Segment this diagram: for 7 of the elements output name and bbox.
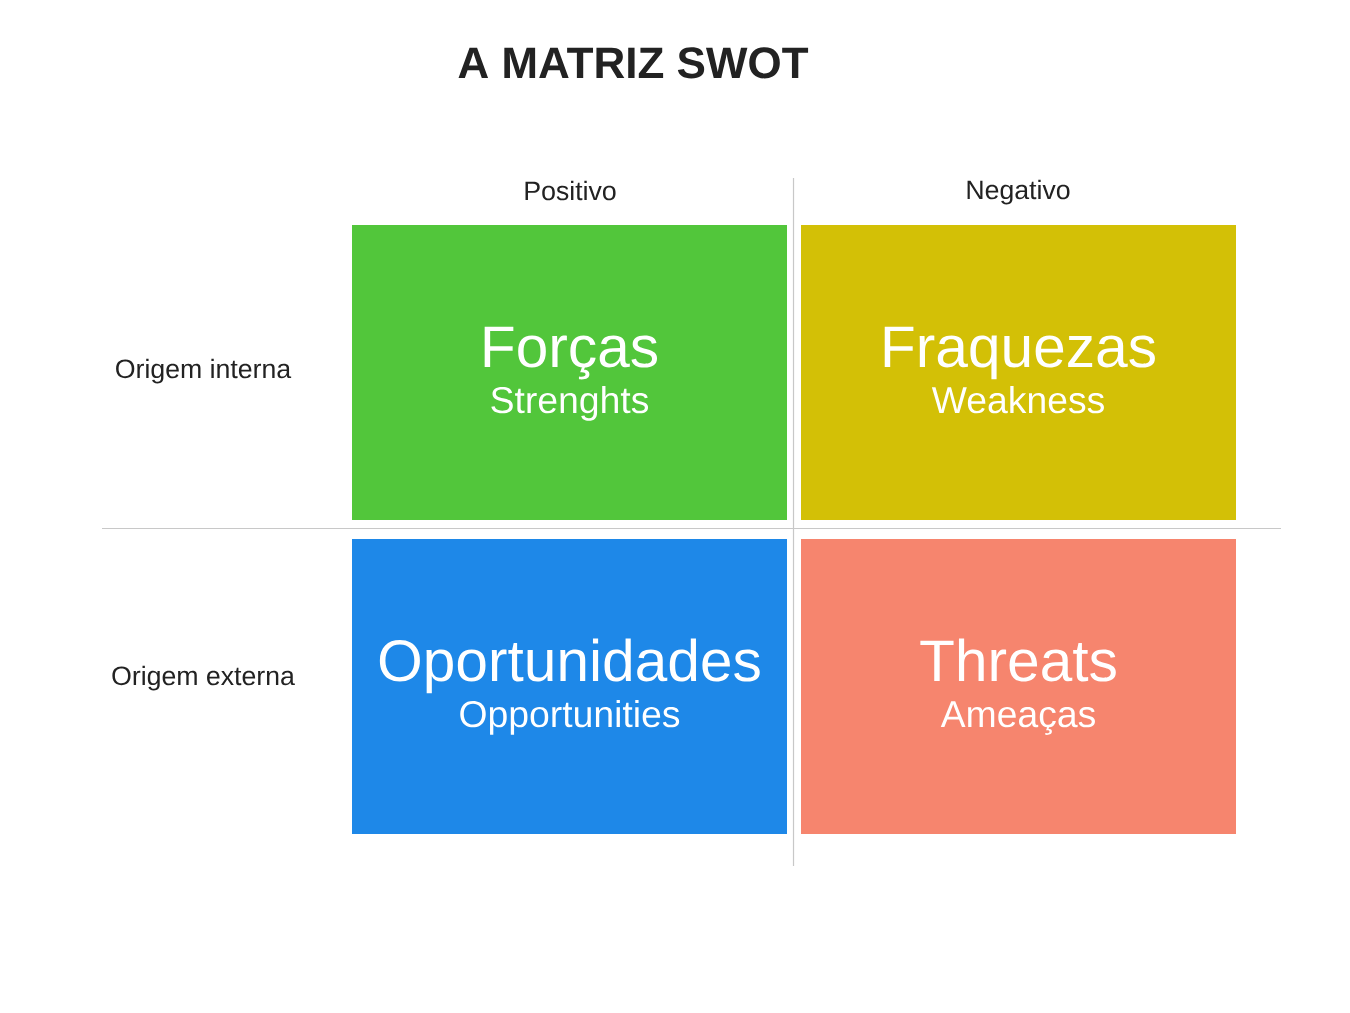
swot-quadrant: Threats Ameaças [801,539,1236,834]
axis-label: Origem interna [116,358,292,384]
swot-quadrant: Forças Strenghts [352,225,787,520]
title: A MATRIZ SWOT [458,47,809,79]
swot-quadrant: Fraquezas Weakness [801,225,1236,520]
axis-label: Origem externa [112,665,295,691]
swot-quadrant: Oportunidades Opportunities [352,539,787,834]
